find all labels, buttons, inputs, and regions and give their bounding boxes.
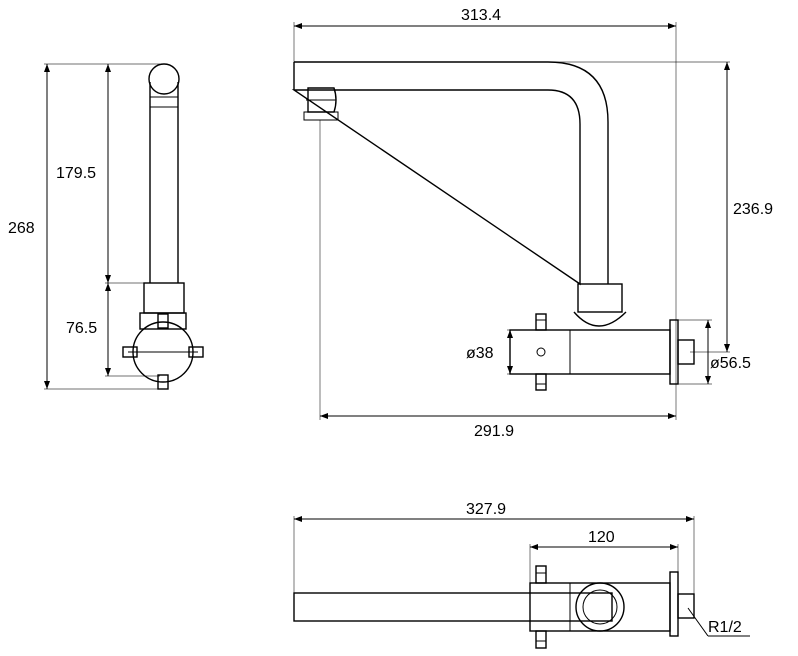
front-spout xyxy=(291,61,609,286)
dim-front-bottom: 291.9 xyxy=(474,423,514,440)
dim-plan-total: 327.9 xyxy=(466,501,506,518)
dim-front-body-dia: ø38 xyxy=(466,345,494,362)
front-view xyxy=(291,61,695,391)
plan-spout xyxy=(293,592,613,622)
dim-plan-body: 120 xyxy=(588,529,615,546)
plan-wall-flange xyxy=(669,571,679,637)
plan-view xyxy=(293,565,695,649)
front-collar xyxy=(577,283,623,313)
plan-dimensions: 327.9 120 R1/2 xyxy=(293,501,750,637)
side-spout-cap xyxy=(148,63,180,95)
dim-side-lower: 76.5 xyxy=(66,320,97,337)
dim-front-top: 313.4 xyxy=(461,7,501,24)
side-dimensions: 268 179.5 76.5 xyxy=(8,63,160,390)
dim-front-flange-dia: ø56.5 xyxy=(710,355,751,372)
front-dimensions: 313.4 236.9 ø38 ø56.5 291.9 xyxy=(293,7,773,440)
front-wall-flange xyxy=(669,319,679,385)
dim-front-height: 236.9 xyxy=(733,201,773,218)
dim-side-total: 268 xyxy=(8,220,35,237)
dim-plan-thread: R1/2 xyxy=(708,619,742,636)
dim-side-upper: 179.5 xyxy=(56,165,96,182)
side-collar xyxy=(143,282,185,314)
side-view xyxy=(122,63,204,390)
front-valve-body xyxy=(509,329,671,375)
